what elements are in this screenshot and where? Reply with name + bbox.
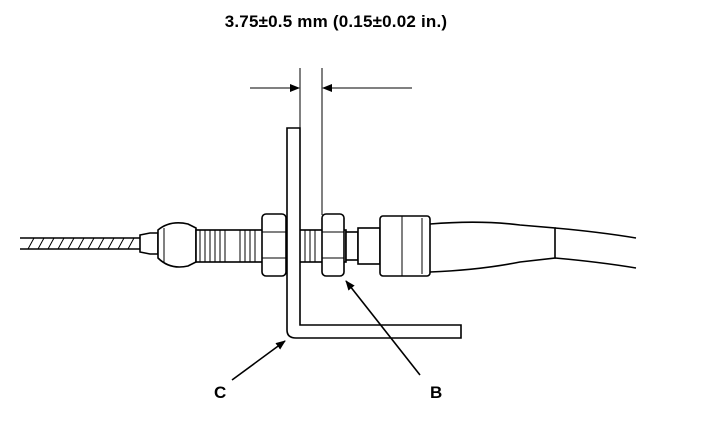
- bracket-c: [286, 127, 462, 339]
- adjuster-body: [345, 215, 431, 277]
- inner-cable: [20, 237, 140, 250]
- dimension-label: 3.75±0.5 mm (0.15±0.02 in.): [224, 12, 448, 31]
- callout-c: C: [214, 383, 227, 402]
- leader-line-c: [231, 340, 286, 381]
- locknut-b: [321, 213, 345, 277]
- locknut-left: [261, 213, 287, 277]
- callout-b: B: [430, 383, 443, 402]
- leader-line-b: [345, 280, 421, 376]
- cable-end-cap: [139, 222, 197, 268]
- outer-sheath: [429, 221, 637, 273]
